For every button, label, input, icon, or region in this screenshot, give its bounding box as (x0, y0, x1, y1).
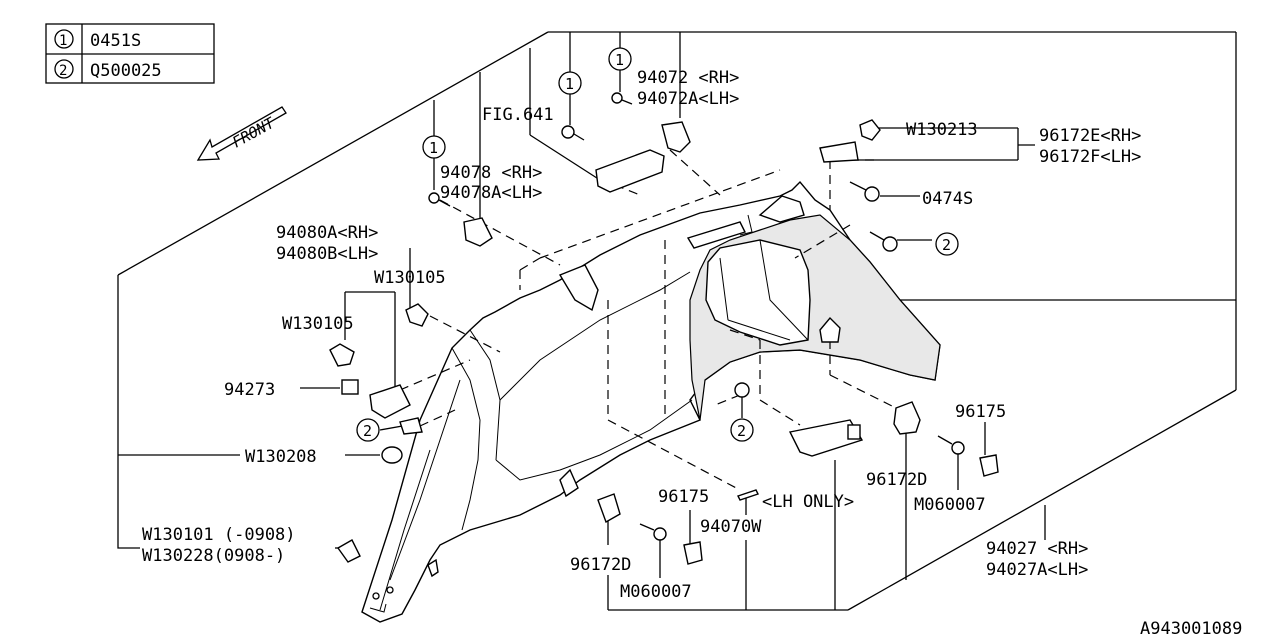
screw-m060007-bottom-icon (653, 527, 667, 541)
bolt-0474s-icon (864, 186, 880, 202)
label-w130105-lower: W130105 (282, 314, 354, 334)
plug-w130208-icon (381, 446, 403, 464)
clip-w130105-upper-icon (405, 303, 429, 327)
callout-1-a: 1 (615, 51, 624, 69)
label-96172d-bottom: 96172D (570, 555, 631, 575)
legend-part-q500025: Q500025 (90, 61, 162, 81)
label-94070w: 94070W (700, 517, 762, 537)
label-96175-bottom: 96175 (658, 487, 709, 507)
label-w130101: W130101 (-0908) (142, 525, 296, 545)
label-94080a: 94080A<RH> (276, 223, 378, 243)
label-94072a: 94072A<LH> (637, 89, 739, 109)
callout-2-a: 2 (942, 236, 951, 254)
label-fig641: FIG.641 (482, 105, 554, 125)
callout-1-c: 1 (429, 139, 438, 157)
callout-2-b: 2 (363, 422, 372, 440)
clip-w130213-icon (859, 119, 881, 141)
quarter-trim-panel (361, 180, 941, 623)
label-w130208: W130208 (245, 447, 317, 467)
clip-w130101-icon (336, 539, 361, 563)
label-w130228: W130228(0908-) (142, 546, 285, 566)
label-96172d-right: 96172D (866, 470, 927, 490)
clip-94072-icon (661, 121, 691, 153)
clip-w130105-lower-icon (329, 343, 355, 367)
label-94027a: 94027A<LH> (986, 560, 1088, 580)
screw-q500025-right-icon (882, 236, 898, 252)
legend-table: 1 0451S 2 Q500025 (45, 23, 215, 84)
label-w130213: W130213 (906, 120, 978, 140)
label-96172f: 96172F<LH> (1039, 147, 1141, 167)
cap-96175-right-icon (979, 454, 999, 477)
label-lh-only: <LH ONLY> (762, 492, 854, 512)
bolt-94072-icon (611, 92, 623, 104)
front-arrow-icon: FRONT (196, 106, 287, 161)
clip-pillar-icon (819, 316, 841, 343)
legend-part-0451s: 0451S (90, 31, 141, 51)
cap-96175-bottom-icon (683, 541, 703, 565)
label-94078: 94078 <RH> (440, 163, 542, 183)
bracket-94080-icon (369, 384, 411, 419)
legend-marker-1: 1 (59, 33, 67, 49)
bolt-fig641-icon (561, 125, 575, 139)
callout-1-b: 1 (565, 75, 574, 93)
label-w130105-upper: W130105 (374, 268, 446, 288)
screw-m060007-right-icon (951, 441, 965, 455)
bracket-fig641-icon (595, 149, 665, 193)
label-96172e: 96172E<RH> (1039, 126, 1141, 146)
label-m060007-bottom: M060007 (620, 582, 692, 602)
leader-lines (118, 32, 1046, 610)
label-94273: 94273 (224, 380, 275, 400)
label-94078a: 94078A<LH> (440, 183, 542, 203)
nut-94273-icon (341, 379, 359, 395)
screw-q500025-icon (399, 417, 423, 435)
clip-center-icon (734, 382, 750, 398)
label-94027: 94027 <RH> (986, 539, 1088, 559)
callout-2-c: 2 (737, 422, 746, 440)
bracket-96172e-icon (819, 141, 859, 163)
grommet-96172d-bottom-icon (597, 493, 621, 524)
front-label: FRONT (229, 113, 278, 151)
label-96175-right: 96175 (955, 402, 1006, 422)
diagram-id: A943001089 (1140, 619, 1242, 639)
fasteners (329, 92, 999, 565)
part-labels: FIG.641 94072 <RH> 94072A<LH> 94078 <RH>… (142, 68, 1242, 639)
bracket-lh-only-icon (788, 419, 864, 457)
label-m060007-right: M060007 (914, 495, 986, 515)
label-94072: 94072 <RH> (637, 68, 739, 88)
pin-94070w-icon (737, 489, 759, 501)
frame-outline (117, 31, 1237, 611)
legend-marker-2: 2 (59, 63, 67, 79)
label-94080b: 94080B<LH> (276, 244, 378, 264)
label-0474s: 0474S (922, 189, 973, 209)
grommet-96172d-right-icon (893, 401, 921, 435)
callouts: 1 1 1 2 2 2 (356, 47, 959, 442)
clip-94078-icon (463, 217, 493, 247)
bolt-94078-icon (428, 192, 440, 204)
